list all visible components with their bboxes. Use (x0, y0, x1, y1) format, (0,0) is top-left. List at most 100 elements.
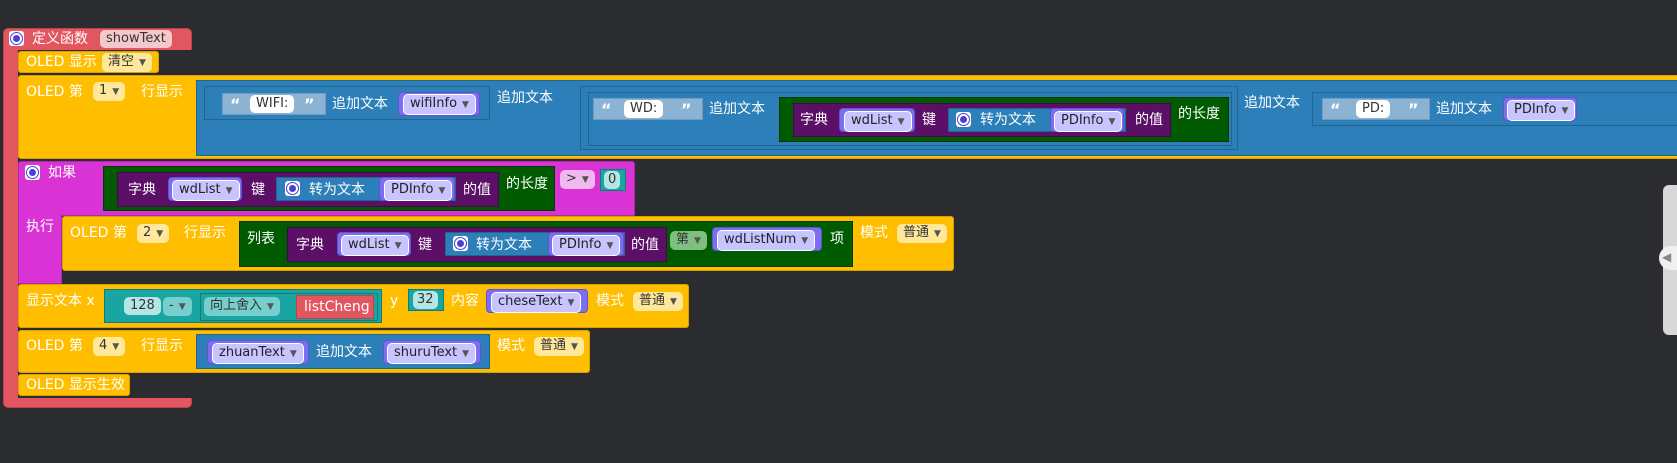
chevron-down-icon: ▼ (112, 87, 120, 97)
totext-label-1: 转为文本 (980, 112, 1036, 128)
wifiinfo-var-field[interactable]: wifiInfo▼ (403, 94, 476, 115)
chevron-down-icon: ▼ (267, 302, 274, 312)
oled-display-dropdown[interactable]: 清空▼ (102, 53, 152, 72)
chevron-down-icon: ▼ (1108, 117, 1116, 127)
line4-row-number[interactable]: 4▼ (93, 337, 126, 356)
pdinfo-var-field-2[interactable]: PDInfo▼ (1507, 100, 1576, 121)
oled-display-label: OLED 显示 (26, 54, 97, 70)
chevron-down-icon: ▼ (438, 186, 446, 196)
wdlist-var-field-2[interactable]: wdList ▼ (172, 180, 240, 201)
math-operator-dropdown[interactable]: -▼ (163, 297, 192, 316)
mode-value: 普通 (639, 293, 666, 308)
chevron-down-icon: ▼ (225, 186, 233, 196)
line1-row-number[interactable]: 1▼ (93, 82, 126, 101)
settings-gear-icon[interactable] (453, 236, 468, 251)
mode-label-3: 模式 (596, 293, 624, 309)
value-of-label-1: 的值 (1135, 112, 1163, 128)
line4-prefix: OLED 第 (26, 338, 83, 354)
line1-row-value: 1 (99, 83, 108, 98)
chevron-down-icon: ▼ (394, 241, 402, 251)
mode-dropdown-3[interactable]: 普通▼ (633, 292, 683, 311)
do-label: 执行 (26, 219, 54, 235)
compare-operator-dropdown[interactable]: >▼ (560, 170, 595, 189)
line4-row-value: 4 (99, 338, 108, 353)
index-dropdown[interactable]: 第▼ (670, 231, 707, 250)
item-label: 项 (830, 231, 844, 247)
line2-row-value: 2 (143, 225, 152, 240)
settings-gear-icon[interactable] (25, 165, 40, 180)
chesetext-var-field[interactable]: cheseText▼ (491, 292, 582, 313)
key-label-1: 键 (922, 112, 936, 128)
chevron-down-icon: ▼ (289, 349, 297, 359)
listcheng-var-block[interactable] (296, 295, 374, 319)
chevron-left-icon: ◀ (1662, 250, 1672, 264)
append-label-5: 追加文本 (1436, 101, 1492, 117)
pdinfo-var-name: PDInfo (1061, 113, 1104, 128)
chevron-down-icon: ▼ (934, 229, 941, 239)
function-name-field[interactable]: showText (100, 30, 172, 48)
shurutext-var-field[interactable]: shuruText▼ (387, 343, 477, 364)
settings-gear-icon[interactable] (285, 181, 300, 196)
chesetext-var-name: cheseText (498, 294, 563, 309)
key-label-3: 键 (418, 237, 432, 253)
mode-dropdown-4[interactable]: 普通 ▼ (534, 337, 584, 356)
mode-dropdown-2[interactable]: 普通 ▼ (897, 224, 947, 243)
chevron-down-icon: ▼ (178, 302, 186, 312)
if-label: 如果 (48, 165, 76, 181)
number-128-field[interactable]: 128 (124, 297, 161, 315)
chevron-down-icon: ▼ (139, 58, 146, 68)
value-of-label-2: 的值 (463, 182, 491, 198)
chevron-down-icon: ▼ (1561, 106, 1569, 116)
totext-label-2: 转为文本 (309, 182, 365, 198)
mode-value: 普通 (540, 338, 567, 353)
if-block-stem[interactable] (18, 214, 62, 284)
line2-row-number[interactable]: 2▼ (137, 224, 170, 243)
compare-number-field[interactable]: 0 (604, 171, 621, 189)
collapse-handle[interactable] (1659, 246, 1677, 270)
mode-label-2: 模式 (860, 225, 888, 241)
wdlistnum-var-name: wdListNum (724, 232, 797, 247)
line4-suffix: 行显示 (141, 338, 183, 354)
index-label: 第 (676, 232, 690, 247)
round-dropdown[interactable]: 向上舍入▼ (204, 297, 280, 316)
totext-label-3: 转为文本 (476, 237, 532, 253)
dict-label-1: 字典 (800, 112, 828, 128)
key-label-2: 键 (251, 182, 265, 198)
append-label-4: 追加文本 (1244, 95, 1300, 111)
oled-apply-block[interactable] (18, 374, 130, 396)
compare-operator-value: > (566, 171, 577, 186)
show-text-label: 显示文本 x (26, 293, 95, 309)
pd-literal-field[interactable]: PD: (1356, 100, 1391, 118)
settings-gear-icon[interactable] (956, 112, 971, 127)
wifi-literal-field[interactable]: WIFI: (250, 95, 295, 113)
wdlist-var-name: wdList (348, 237, 390, 252)
function-header-label: 定义函数 (32, 31, 88, 47)
value-of-label-3: 的值 (631, 237, 659, 253)
wdlist-var-name: wdList (179, 182, 221, 197)
chevron-down-icon: ▼ (897, 117, 905, 127)
mode-label-4: 模式 (497, 338, 525, 354)
content-label: 内容 (451, 293, 479, 309)
pdinfo-var-name: PDInfo (391, 182, 434, 197)
oled-apply-label: OLED 显示生效 (26, 377, 125, 393)
wd-literal-field[interactable]: WD: (624, 100, 664, 118)
zhuantext-var-name: zhuanText (219, 345, 285, 360)
shurutext-var-name: shuruText (394, 345, 458, 360)
pdinfo-var-field-4[interactable]: PDInfo▼ (552, 235, 621, 256)
wdlist-var-field-1[interactable]: wdList▼ (844, 111, 912, 132)
line2-prefix: OLED 第 (70, 225, 127, 241)
pdinfo-var-field-3[interactable]: PDInfo ▼ (384, 180, 453, 201)
chevron-down-icon: ▼ (801, 236, 809, 246)
quote-close-icon: ” (304, 95, 315, 114)
y-number-field[interactable]: 32 (413, 291, 438, 309)
zhuantext-var-field[interactable]: zhuanText ▼ (212, 343, 304, 364)
wdlistnum-var-field[interactable]: wdListNum ▼ (717, 230, 816, 251)
pdinfo-var-field-1[interactable]: PDInfo ▼ (1054, 111, 1123, 132)
wdlist-var-field-3[interactable]: wdList ▼ (341, 235, 409, 256)
chevron-down-icon: ▼ (571, 342, 578, 352)
length-label-2: 的长度 (506, 176, 548, 192)
mode-value: 普通 (903, 225, 930, 240)
append-label-line4: 追加文本 (316, 344, 372, 360)
settings-gear-icon[interactable] (9, 31, 24, 46)
append-label-2: 追加文本 (497, 90, 553, 106)
